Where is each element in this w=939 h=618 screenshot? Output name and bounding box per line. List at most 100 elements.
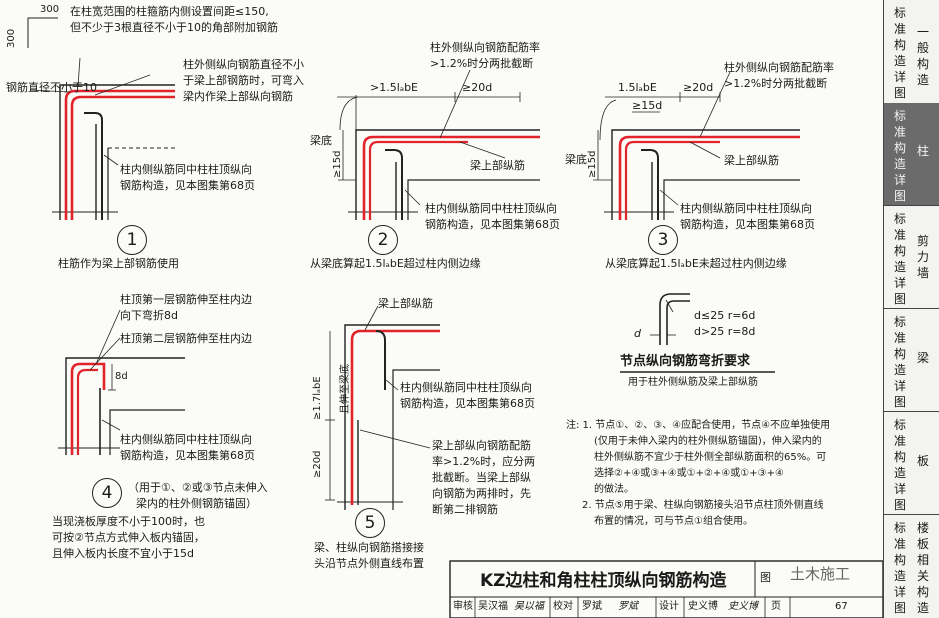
d2-dim-v: ≥15d xyxy=(332,150,343,178)
d4-first-2: 向下弯折8d xyxy=(120,309,178,322)
d5-ratio-3: 批截断。当梁上部纵 xyxy=(432,471,531,484)
d4-caption-2: 可按②节点方式伸入板内锚固， xyxy=(52,531,205,544)
d1-inner-2: 钢筋构造，见本图集第68页 xyxy=(120,179,255,192)
d5-ratio-4: 向钢筋为两排时，先 xyxy=(432,487,531,500)
tb-review-label: 审核 xyxy=(453,601,473,612)
sidebar-item-general[interactable]: 标准构造详图 一般构造 xyxy=(884,0,939,104)
d2-inner-1: 柱内侧纵筋同中柱柱顶纵向 xyxy=(425,202,557,215)
sidebar-item-column[interactable]: 标准构造详图 柱 xyxy=(884,103,939,206)
note-line-6: 2. 节点⑤用于梁、柱纵向钢筋接头沿节点柱顶外侧直线 xyxy=(582,500,824,511)
d5-dim-a: ≥1.7lₐbE xyxy=(312,376,323,420)
d4-caption-3: 且伸入板内长度不宜小于15d xyxy=(52,547,194,560)
d2-beam-bottom: 梁底 xyxy=(310,134,332,147)
sidebar-item-shearwall[interactable]: 标准构造详图 剪力墙 xyxy=(884,205,939,309)
d3-beam-bottom: 梁底 xyxy=(565,153,587,166)
sidebar-item-shearwall-a: 标准构造详图 xyxy=(893,212,906,306)
top-note-line1: 在柱宽范围的柱箍筋内侧设置间距≤150, xyxy=(70,5,269,18)
d3-inner-2: 钢筋构造，见本图集第68页 xyxy=(680,218,815,231)
detail-2-drawing xyxy=(337,69,540,220)
d2-ratio-2: >1.2%时分两批截断 xyxy=(430,57,534,70)
bend-d: d xyxy=(634,327,641,340)
d5-inner-2: 钢筋构造，见本图集第68页 xyxy=(400,397,535,410)
d5-dim-a2: 且伸至梁底 xyxy=(340,364,351,414)
detail-3-number: 3 xyxy=(648,225,678,255)
detail-drawings xyxy=(27,17,883,618)
d4-use-1: （用于①、②或③节点未伸入 xyxy=(128,481,268,494)
detail-1-number: 1 xyxy=(117,225,147,255)
d5-ratio-2: 率>1.2%时，应分两 xyxy=(432,455,536,468)
top-note-line2: 但不少于3根直径不小于10的角部附加钢筋 xyxy=(70,21,278,34)
detail-5-number: 5 xyxy=(355,508,385,538)
d4-inner-2: 钢筋构造，见本图集第68页 xyxy=(120,449,255,462)
note-line-7: 布置的情况，可与节点①组合使用。 xyxy=(594,516,753,527)
tb-design-label: 设计 xyxy=(659,601,679,612)
d5-ratio-5: 断第二排钢筋 xyxy=(432,503,498,516)
d3-dim-a: 1.5lₐbE xyxy=(618,81,657,94)
d2-dim-a: >1.5lₐbE xyxy=(370,81,419,94)
d1-outer-2: 于梁上部钢筋时，可弯入 xyxy=(183,74,304,87)
sidebar: 标准构造详图 一般构造 标准构造详图 柱 标准构造详图 剪力墙 标准构造详图 梁… xyxy=(883,0,939,618)
bend-sub: 用于柱外侧纵筋及梁上部纵筋 xyxy=(628,377,758,388)
d4-caption-1: 当现浇板厚度不小于100时，也 xyxy=(52,515,205,528)
top-note-dim-vertical: 300 xyxy=(6,28,17,48)
top-note-dim: 300 xyxy=(40,4,60,15)
detail-4-number: 4 xyxy=(92,478,122,508)
d4-dim: 8d xyxy=(115,371,128,382)
bend-title: 节点纵向钢筋弯折要求 xyxy=(620,354,751,369)
sheet-title: KZ边柱和角柱柱顶纵向钢筋构造 xyxy=(480,571,727,591)
d2-ratio-1: 柱外侧纵向钢筋配筋率 xyxy=(430,41,540,54)
tb-design-sign: 史义博 xyxy=(728,601,758,612)
d5-ratio-1: 梁上部纵向钢筋配筋 xyxy=(432,439,531,452)
note-line-1: 注: 1. 节点①、②、③、④应配合使用，节点④不应单独使用 xyxy=(566,420,831,431)
d3-dim-b: ≥20d xyxy=(683,81,714,94)
d4-second: 柱顶第二层钢筋伸至柱内边 xyxy=(120,332,252,345)
sidebar-item-slab-related-a: 标准构造详图 xyxy=(893,521,906,615)
d5-caption-2: 头沿节点外侧直线布置 xyxy=(314,557,424,570)
sidebar-item-beam[interactable]: 标准构造详图 梁 xyxy=(884,308,939,412)
bend-line2: d>25 r=8d xyxy=(694,325,756,338)
d1-inner-1: 柱内侧纵筋同中柱柱顶纵向 xyxy=(120,163,252,176)
d2-inner-2: 钢筋构造，见本图集第68页 xyxy=(425,218,560,231)
tb-page-label: 页 xyxy=(771,601,781,612)
sidebar-item-beam-a: 标准构造详图 xyxy=(893,315,906,409)
tb-check-name: 罗斌 xyxy=(582,601,602,612)
d4-first-1: 柱顶第一层钢筋伸至柱内边 xyxy=(120,293,252,306)
note-line-3: 柱外侧纵筋不宜少于柱外侧全部纵筋面积的65%。可 xyxy=(594,452,827,463)
detail-1-drawing xyxy=(27,17,175,220)
fig-label: 图 xyxy=(760,571,771,584)
sidebar-item-slab[interactable]: 标准构造详图 板 xyxy=(884,411,939,515)
d2-caption: 从梁底算起1.5lₐbE超过柱内侧边缘 xyxy=(310,257,481,270)
sidebar-item-general-b: 一般构造 xyxy=(916,25,929,87)
sidebar-item-column-a: 标准构造详图 xyxy=(893,109,906,203)
tb-design-name: 史义博 xyxy=(688,601,718,612)
detail-2-number: 2 xyxy=(368,225,398,255)
tb-check-label: 校对 xyxy=(553,601,573,612)
note-line-2: (仅用于未伸入梁内的柱外侧纵筋锚固)，伸入梁内的 xyxy=(594,436,822,447)
sidebar-item-slab-a: 标准构造详图 xyxy=(893,418,906,512)
note-line-5: 的做法。 xyxy=(594,484,634,495)
d1-outer-1: 柱外侧纵向钢筋直径不小 xyxy=(183,58,304,71)
d3-ratio-2: >1.2%时分两批截断 xyxy=(724,77,828,90)
sidebar-item-column-b: 柱 xyxy=(916,144,929,158)
bend-detail-drawing xyxy=(620,293,775,373)
tb-page-number: 67 xyxy=(835,601,848,612)
d3-ratio-1: 柱外侧纵向钢筋配筋率 xyxy=(724,61,834,74)
detail-4-drawing xyxy=(58,309,185,455)
sidebar-item-slab-related-b: 楼板相关构造 xyxy=(916,521,929,615)
d4-use-2: 梁内的柱外侧钢筋锚固） xyxy=(136,497,257,510)
detail-3-drawing xyxy=(593,71,800,220)
d4-inner-1: 柱内侧纵筋同中柱柱顶纵向 xyxy=(120,433,252,446)
d3-dim-c: ≥15d xyxy=(632,99,663,112)
d3-beam-top: 梁上部纵筋 xyxy=(724,154,779,167)
bend-line1: d≤25 r=6d xyxy=(694,309,756,322)
sidebar-item-slab-b: 板 xyxy=(916,454,929,468)
sidebar-item-slab-related[interactable]: 标准构造详图 楼板相关构造 xyxy=(884,514,939,618)
d2-beam-top: 梁上部纵筋 xyxy=(470,159,525,172)
watermark: 土木施工 xyxy=(790,565,851,583)
d5-caption-1: 梁、柱纵向钢筋搭接接 xyxy=(314,541,424,554)
d1-caption: 柱筋作为梁上部钢筋使用 xyxy=(58,257,179,270)
d3-dim-v: ≥15d xyxy=(587,150,598,178)
sidebar-item-beam-b: 梁 xyxy=(916,351,929,365)
d5-dim-b: ≥20d xyxy=(312,450,323,478)
sidebar-item-shearwall-b: 剪力墙 xyxy=(916,234,929,280)
